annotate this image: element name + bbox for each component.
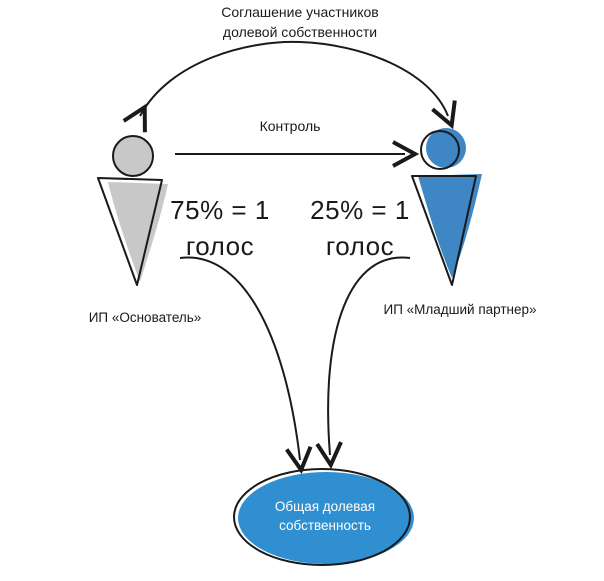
agreement-label-line1: Соглашение участников bbox=[221, 4, 379, 20]
ownership-label: Общая долевая собственность bbox=[255, 497, 395, 535]
partner-label: ИП «Младший партнер» bbox=[383, 302, 537, 317]
partner-vote-line2: голос bbox=[325, 231, 395, 261]
partner-to-ownership-arrow bbox=[328, 256, 411, 455]
partner-person-icon bbox=[411, 128, 482, 286]
agreement-label-line2: долевой собственности bbox=[222, 24, 378, 40]
control-label: Контроль bbox=[259, 118, 321, 134]
founder-vote-line2: голос bbox=[185, 231, 255, 261]
ownership-label-line1: Общая долевая bbox=[274, 499, 376, 514]
founder-vote-line1: 75% = 1 bbox=[170, 195, 270, 225]
partner-vote: 25% = 1 голос bbox=[300, 192, 420, 264]
ownership-label-line2: собственность bbox=[279, 518, 371, 533]
ownership-ellipse bbox=[233, 468, 414, 566]
partner-vote-line1: 25% = 1 bbox=[310, 195, 410, 225]
agreement-label: Соглашение участников долевой собственно… bbox=[150, 2, 450, 42]
founder-to-ownership-arrow bbox=[179, 256, 300, 460]
founder-label: ИП «Основатель» bbox=[88, 310, 202, 325]
founder-person-icon bbox=[97, 135, 168, 286]
founder-vote: 75% = 1 голос bbox=[160, 192, 280, 264]
agreement-arrow bbox=[140, 40, 448, 116]
